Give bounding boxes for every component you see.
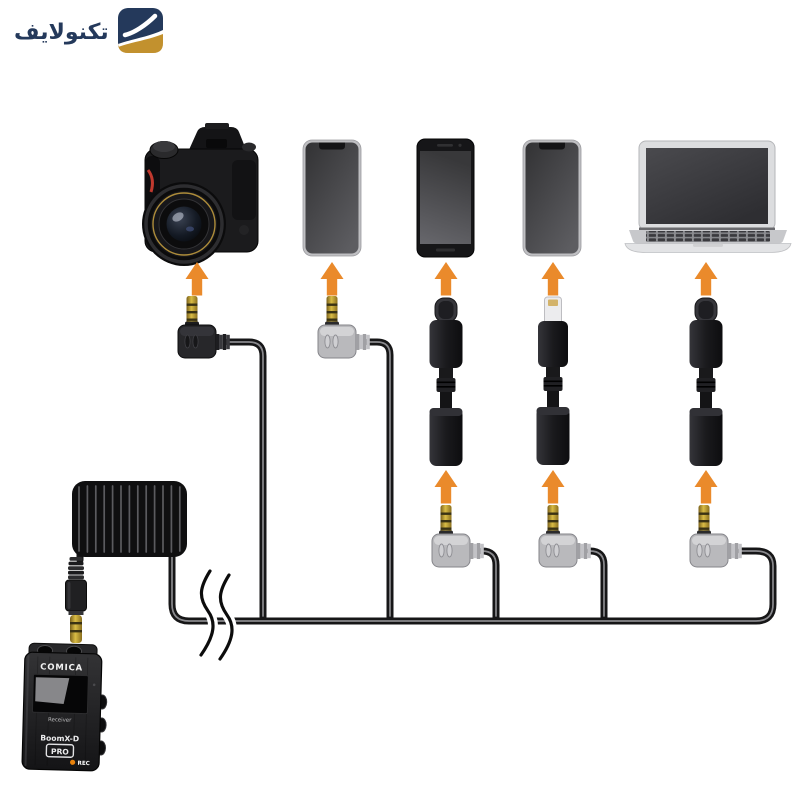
cable-branch-phone1 <box>364 338 394 623</box>
receiver-screen-glare <box>35 677 70 705</box>
rec-indicator-label: REC <box>77 761 89 767</box>
logo-swoosh-icon <box>122 13 157 38</box>
usb-c-adapter-icon <box>689 297 723 467</box>
receiver-brand-label: COMICA <box>40 662 83 673</box>
up-arrow-icon <box>434 262 458 296</box>
up-arrow-icon <box>185 262 209 296</box>
dslr-camera-icon <box>142 123 259 266</box>
technolife-logo-icon <box>117 8 163 57</box>
lens-gold-ring <box>152 192 216 256</box>
technolife-logo-text: تكنولايف <box>14 19 109 45</box>
smartphone-notch-2-icon <box>522 139 582 257</box>
right-angle-jack-gray-icon <box>317 295 371 359</box>
laptop-keyboard <box>646 231 770 242</box>
phone-notch <box>539 142 565 150</box>
lightning-adapter-icon <box>536 296 570 466</box>
pro-badge-label: PRO <box>51 747 70 756</box>
receiver-model-label: BoomX-D <box>40 733 79 743</box>
technolife-logo: تكنولايف <box>14 8 163 57</box>
laptop-icon <box>624 140 792 253</box>
camera-red-accent <box>146 169 154 193</box>
laptop-trackpad-notch <box>693 243 723 247</box>
up-arrow-icon <box>541 262 565 296</box>
up-arrow-icon <box>434 470 458 504</box>
right-angle-jack-gray-icon <box>689 504 743 568</box>
pro-badge-box <box>45 743 75 758</box>
cable-branch-adapter1 <box>478 547 500 623</box>
smartphone-android-icon <box>416 138 475 258</box>
cable-network <box>76 338 777 625</box>
up-arrow-icon <box>320 262 344 296</box>
right-angle-jack-black-icon <box>177 295 231 359</box>
up-arrow-icon <box>694 470 718 504</box>
up-arrow-icon <box>694 262 718 296</box>
receiver-device: COMICA Receiver BoomX-D PRO REC <box>21 642 108 772</box>
right-angle-jack-gray-icon <box>431 504 485 568</box>
phone-notch <box>319 142 345 150</box>
receiver-screen-label: Receiver <box>48 717 72 724</box>
straight-3-5mm-jack-icon <box>65 556 87 644</box>
usb-c-adapter-icon <box>429 297 463 467</box>
right-angle-jack-gray-icon <box>538 504 592 568</box>
smartphone-notch-1-icon <box>302 139 362 257</box>
cable-branch-adapter2 <box>586 547 608 623</box>
rec-indicator-dot <box>70 759 76 765</box>
coiled-cable-icon <box>72 481 187 557</box>
up-arrow-icon <box>541 470 565 504</box>
cable-break-marks <box>196 566 237 664</box>
